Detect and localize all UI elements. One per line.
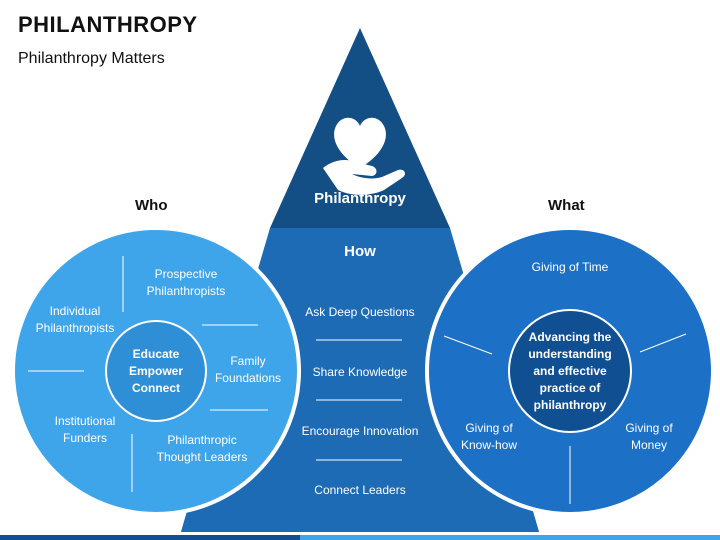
who-thought: Philanthropic Thought Leaders <box>156 433 248 464</box>
bottom-accent-dark <box>0 535 300 540</box>
what-center-text: Advancing the understanding and effectiv… <box>528 330 612 412</box>
how-item: Share Knowledge <box>312 365 408 379</box>
what-heading: What <box>548 197 585 214</box>
what-money: Giving of Money <box>625 421 673 452</box>
heart-in-hand-icon <box>323 117 405 195</box>
bottom-accent-light <box>300 535 720 540</box>
what-divider <box>639 333 687 353</box>
who-institutional: Institutional Funders <box>54 414 116 445</box>
page-title: PHILANTHROPY <box>18 12 198 37</box>
what-inner-circle <box>508 309 632 433</box>
who-heading: Who <box>135 197 168 214</box>
who-center-line: Educate <box>132 347 180 361</box>
who-individual: Individual Philanthropists <box>35 304 115 335</box>
how-heading: How <box>344 243 376 260</box>
who-family: Family Foundations <box>214 354 282 385</box>
philanthropy-label: Philanthropy <box>314 190 406 207</box>
how-item: Ask Deep Questions <box>305 305 415 319</box>
page-subtitle: Philanthropy Matters <box>18 50 165 67</box>
how-item: Connect Leaders <box>314 483 406 497</box>
how-item: Encourage Innovation <box>301 424 419 438</box>
what-time: Giving of Time <box>531 260 609 274</box>
who-center-text: Educate Empower Connect <box>110 346 202 397</box>
what-divider <box>443 335 493 355</box>
who-center-line: Connect <box>132 381 180 395</box>
who-prospective: Prospective Philanthropists <box>146 267 226 298</box>
who-inner-circle <box>105 320 207 422</box>
what-knowhow: Giving of Know-how <box>460 421 518 452</box>
who-center-line: Empower <box>128 364 183 378</box>
